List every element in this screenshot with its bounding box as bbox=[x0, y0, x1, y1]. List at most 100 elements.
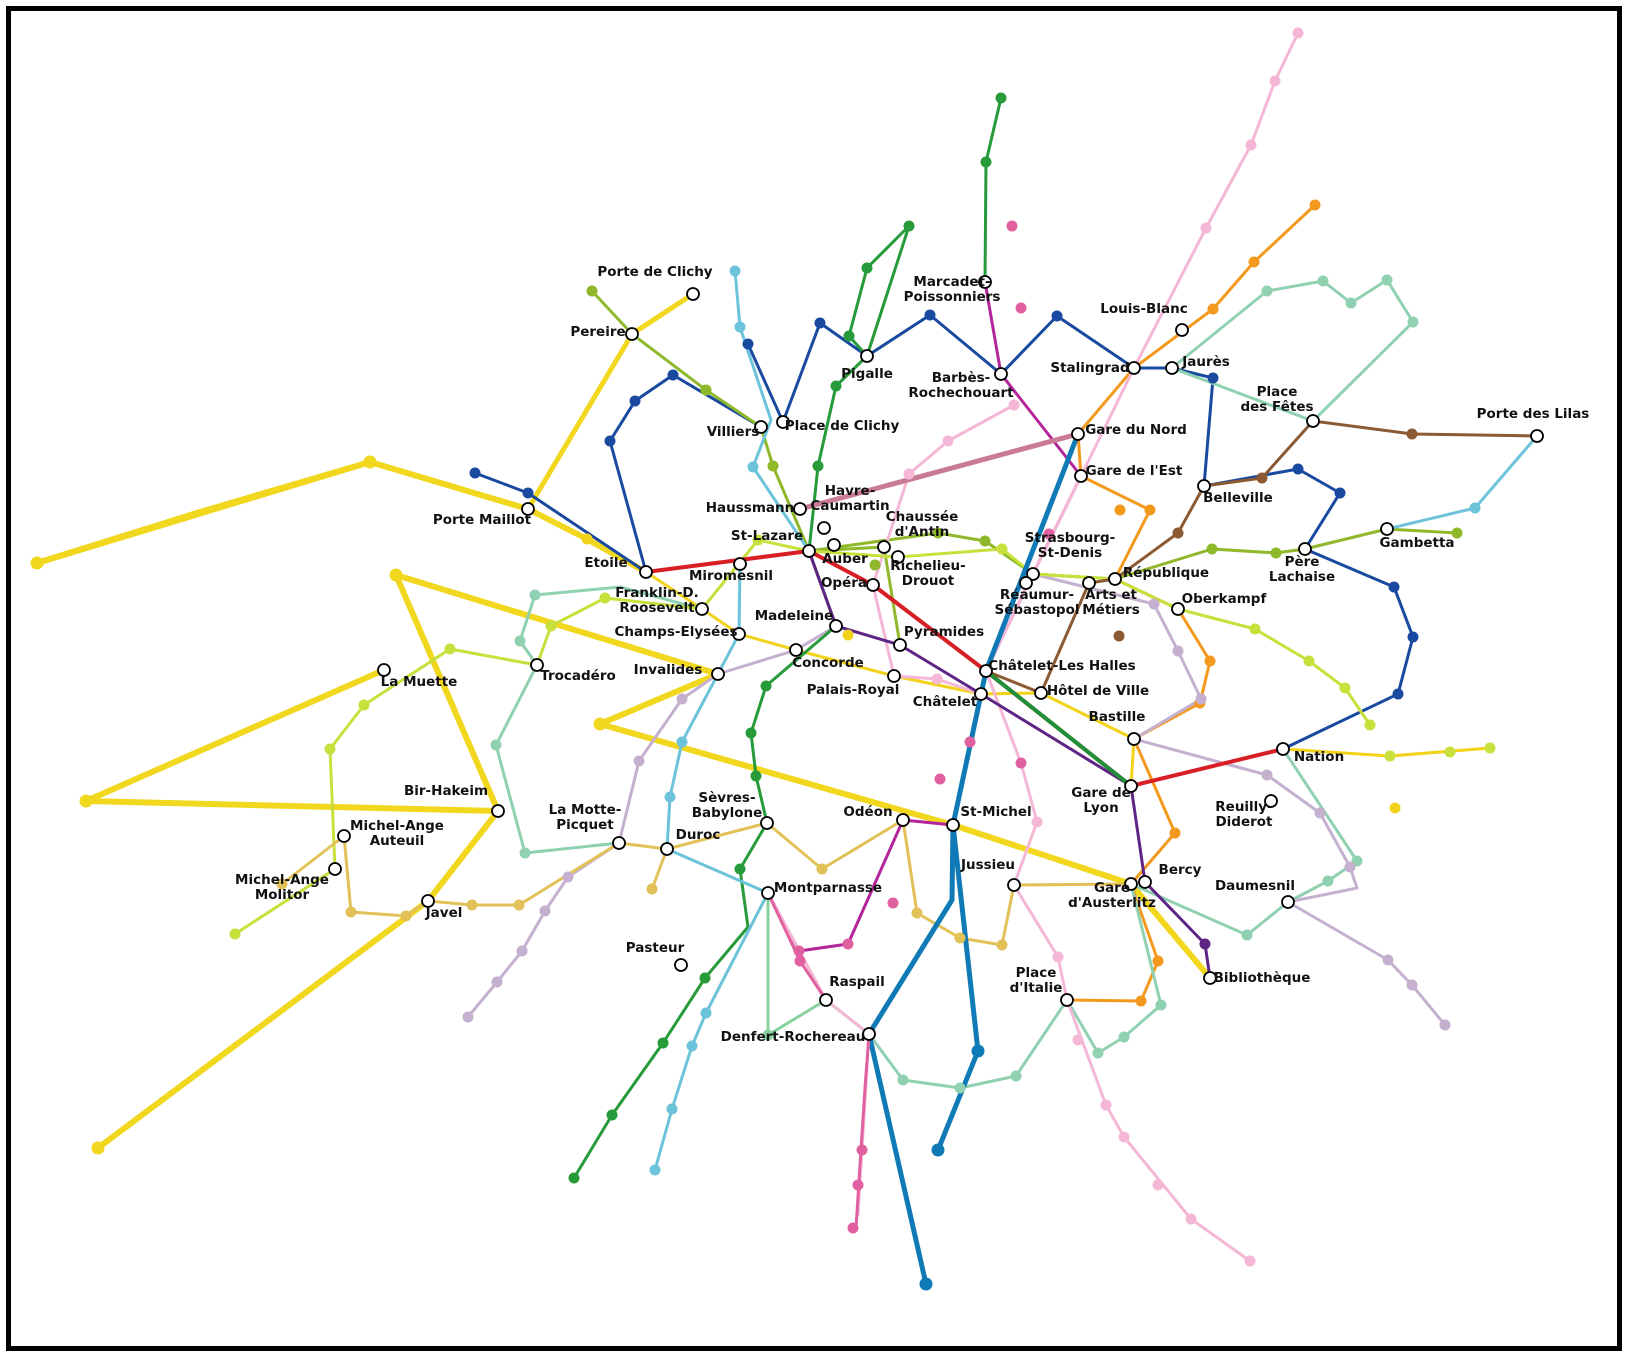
station-marker-denfert-rochereau[interactable] bbox=[862, 1027, 876, 1041]
metro-line-rer-e bbox=[797, 431, 1081, 512]
metro-line-line-12 bbox=[847, 224, 911, 358]
intermediate-stop bbox=[1006, 220, 1018, 232]
station-marker-chatelet-les-halles[interactable] bbox=[979, 664, 993, 678]
station-marker-pyramides[interactable] bbox=[893, 638, 907, 652]
station-marker-porte-des-lilas[interactable] bbox=[1530, 429, 1544, 443]
station-marker-chatelet[interactable] bbox=[974, 687, 988, 701]
station-marker-daumesnil[interactable] bbox=[1281, 895, 1295, 909]
intermediate-stop bbox=[345, 906, 357, 918]
station-marker-javel[interactable] bbox=[421, 894, 435, 908]
station-marker-belleville[interactable] bbox=[1197, 479, 1211, 493]
station-marker-miromesnil[interactable] bbox=[733, 557, 747, 571]
station-marker-auber[interactable] bbox=[827, 538, 841, 552]
station-marker-bercy[interactable] bbox=[1138, 875, 1152, 889]
intermediate-stop bbox=[919, 1277, 933, 1291]
station-marker-la-motte-picquet[interactable] bbox=[612, 836, 626, 850]
station-marker-haussmann[interactable] bbox=[793, 502, 807, 516]
station-marker-michel-ange-auteuil[interactable] bbox=[337, 829, 351, 843]
intermediate-stop bbox=[1334, 487, 1346, 499]
station-marker-madeleine[interactable] bbox=[829, 619, 843, 633]
station-marker-reaumur-sebastopol[interactable] bbox=[1019, 576, 1033, 590]
station-marker-havre-caumartin[interactable] bbox=[817, 521, 831, 535]
station-marker-pereire[interactable] bbox=[625, 327, 639, 341]
station-marker-gare-d-austerlitz[interactable] bbox=[1124, 877, 1138, 891]
intermediate-stop bbox=[812, 460, 824, 472]
station-marker-michel-ange-molitor[interactable] bbox=[328, 862, 342, 876]
station-marker-jaures[interactable] bbox=[1165, 361, 1179, 375]
station-label-oberkampf: Oberkampf bbox=[1182, 591, 1267, 607]
intermediate-stop bbox=[1207, 303, 1219, 315]
station-marker-place-des-fetes[interactable] bbox=[1306, 414, 1320, 428]
station-marker-barbes-rochechouart[interactable] bbox=[994, 367, 1008, 381]
station-label-havre-caumartin: Havre-Caumartin bbox=[810, 483, 889, 514]
station-marker-pigalle[interactable] bbox=[860, 349, 874, 363]
station-marker-oberkampf[interactable] bbox=[1171, 602, 1185, 616]
station-marker-odeon[interactable] bbox=[896, 813, 910, 827]
station-marker-bibliotheque[interactable] bbox=[1203, 971, 1217, 985]
station-marker-st-michel[interactable] bbox=[946, 818, 960, 832]
station-marker-reuilly-diderot[interactable] bbox=[1264, 794, 1278, 808]
station-marker-bastille[interactable] bbox=[1127, 732, 1141, 746]
intermediate-stop bbox=[1092, 1047, 1104, 1059]
station-marker-place-de-clichy[interactable] bbox=[776, 415, 790, 429]
station-marker-champs-elysees[interactable] bbox=[732, 627, 746, 641]
intermediate-stop bbox=[1072, 1034, 1084, 1046]
station-marker-invalides[interactable] bbox=[711, 667, 725, 681]
intermediate-stop bbox=[545, 620, 557, 632]
station-marker-place-d-italie[interactable] bbox=[1060, 993, 1074, 1007]
intermediate-stop bbox=[1444, 746, 1456, 758]
station-marker-hotel-de-ville[interactable] bbox=[1034, 686, 1048, 700]
station-marker-raspail[interactable] bbox=[819, 993, 833, 1007]
intermediate-stop bbox=[1261, 769, 1273, 781]
station-marker-stalingrad[interactable] bbox=[1127, 361, 1141, 375]
station-marker-gambetta[interactable] bbox=[1380, 522, 1394, 536]
intermediate-stops bbox=[30, 27, 1496, 1291]
station-marker-jussieu[interactable] bbox=[1007, 878, 1021, 892]
intermediate-stop bbox=[1388, 581, 1400, 593]
station-marker-louis-blanc[interactable] bbox=[1175, 323, 1189, 337]
station-marker-etoile[interactable] bbox=[639, 565, 653, 579]
intermediate-stop bbox=[1010, 1070, 1022, 1082]
station-marker-palais-royal[interactable] bbox=[887, 669, 901, 683]
station-marker-st-lazare[interactable] bbox=[802, 544, 816, 558]
station-marker-pasteur[interactable] bbox=[674, 958, 688, 972]
station-marker-republique[interactable] bbox=[1108, 572, 1122, 586]
intermediate-stop bbox=[903, 220, 915, 232]
station-marker-strasbourg-st-denis[interactable] bbox=[1026, 567, 1040, 581]
intermediate-stop bbox=[816, 863, 828, 875]
station-marker-pere-lachaise[interactable] bbox=[1298, 542, 1312, 556]
station-marker-trocadero[interactable] bbox=[530, 658, 544, 672]
metro-line-rer-a bbox=[644, 549, 1285, 788]
metro-line-line-11 bbox=[984, 419, 1539, 695]
station-marker-montparnasse[interactable] bbox=[761, 886, 775, 900]
intermediate-stop bbox=[30, 556, 44, 570]
station-marker-bir-hakeim[interactable] bbox=[491, 804, 505, 818]
station-marker-villiers[interactable] bbox=[754, 420, 768, 434]
interchange-stations[interactable] bbox=[328, 275, 1544, 1041]
station-marker-duroc[interactable] bbox=[660, 842, 674, 856]
intermediate-stop bbox=[568, 1172, 580, 1184]
station-marker-gare-de-lyon[interactable] bbox=[1124, 779, 1138, 793]
station-marker-chaussee-d-antin[interactable] bbox=[877, 540, 891, 554]
station-label-champs-elysees: Champs-Elysées bbox=[614, 624, 737, 640]
station-marker-franklin-d-roosevelt[interactable] bbox=[695, 602, 709, 616]
station-marker-gare-de-l-est[interactable] bbox=[1074, 469, 1088, 483]
station-marker-sevres-babylone[interactable] bbox=[760, 816, 774, 830]
station-marker-marcadet-poissonniers[interactable] bbox=[978, 275, 992, 289]
station-label-odeon: Odéon bbox=[843, 804, 892, 820]
station-marker-la-muette[interactable] bbox=[377, 663, 391, 677]
intermediate-stop bbox=[760, 680, 772, 692]
station-marker-opera[interactable] bbox=[866, 578, 880, 592]
station-marker-porte-maillot[interactable] bbox=[521, 502, 535, 516]
station-marker-arts-et-metiers[interactable] bbox=[1082, 576, 1096, 590]
station-label-gare-de-l-est: Gare de l'Est bbox=[1086, 463, 1183, 479]
intermediate-stop bbox=[942, 435, 954, 447]
station-marker-concorde[interactable] bbox=[789, 643, 803, 657]
station-marker-nation[interactable] bbox=[1276, 742, 1290, 756]
station-marker-porte-de-clichy[interactable] bbox=[686, 287, 700, 301]
station-marker-gare-du-nord[interactable] bbox=[1071, 427, 1085, 441]
station-marker-richelieu-drouot[interactable] bbox=[891, 550, 905, 564]
